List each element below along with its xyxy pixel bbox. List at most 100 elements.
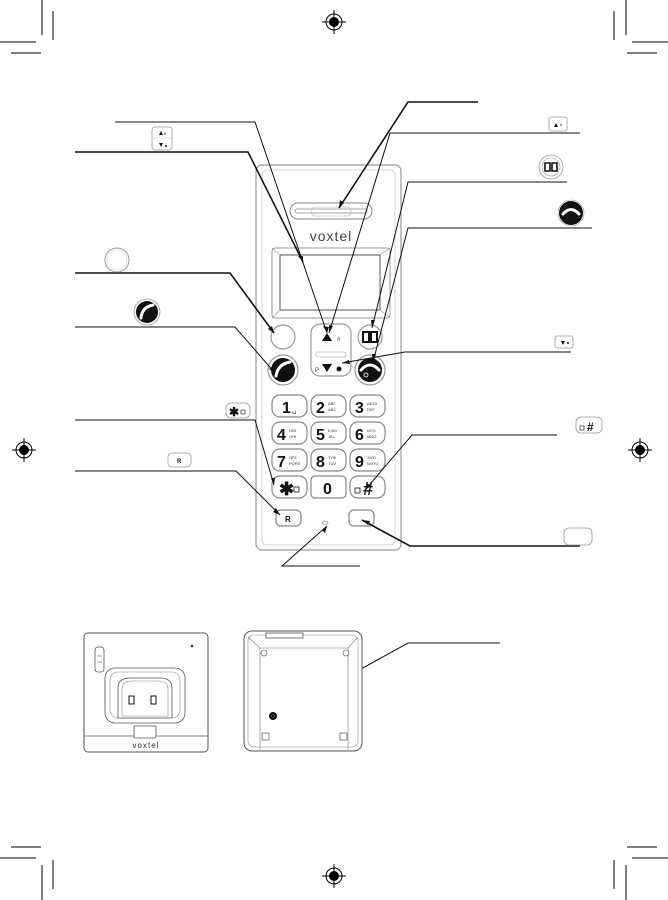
base-paging-key[interactable] bbox=[94, 646, 105, 673]
phonebook-key[interactable] bbox=[357, 324, 383, 350]
key-5[interactable]: 5 ΚΛΜ JKL bbox=[310, 421, 347, 445]
svg-text:7: 7 bbox=[277, 454, 286, 471]
svg-text:6: 6 bbox=[355, 427, 364, 444]
svg-text:ΠΡΣ: ΠΡΣ bbox=[289, 455, 298, 460]
phone-icon bbox=[274, 360, 292, 378]
base-back bbox=[243, 630, 363, 752]
callout-line-end-key bbox=[372, 227, 592, 363]
svg-text:PQRS: PQRS bbox=[289, 461, 301, 466]
base-logo: voxtel bbox=[133, 741, 160, 750]
callout-line-intercom-key bbox=[361, 519, 580, 547]
base-cradle bbox=[104, 667, 186, 724]
key-2[interactable]: 2 ABГ ABC bbox=[310, 394, 347, 418]
charging-contact bbox=[150, 695, 157, 705]
svg-text:1: 1 bbox=[282, 400, 291, 417]
svg-text:8: 8 bbox=[316, 454, 325, 471]
callout-icon-nav-down bbox=[554, 335, 574, 349]
callout-icon-recall-key: R bbox=[167, 452, 192, 468]
svg-text:R: R bbox=[285, 515, 291, 524]
callout-icon-intercom-key bbox=[563, 527, 593, 546]
base-front: voxtel bbox=[83, 632, 209, 753]
key-star[interactable]: ✱ bbox=[271, 475, 308, 499]
svg-text:ΚΛΜ: ΚΛΜ bbox=[328, 428, 337, 433]
svg-text:ABГ: ABГ bbox=[328, 401, 336, 406]
key-1[interactable]: 1 ␣ bbox=[271, 394, 308, 418]
callout-icon-hash-key: # bbox=[575, 416, 603, 434]
callout-line-nav-down bbox=[341, 351, 571, 364]
svg-text:R: R bbox=[177, 459, 182, 465]
callout-icon-nav-up: # bbox=[548, 116, 568, 132]
svg-text:2: 2 bbox=[316, 400, 325, 417]
svg-text:3: 3 bbox=[355, 400, 364, 417]
key-9[interactable]: 9 ΧΨΩ WXYZ bbox=[349, 448, 386, 472]
registration-mark-top bbox=[322, 10, 346, 34]
arrowheads bbox=[268, 200, 376, 533]
svg-text:ABC: ABC bbox=[328, 407, 336, 412]
svg-text:ΗΘΙ: ΗΘΙ bbox=[289, 428, 296, 433]
callout-icon-left-soft-key bbox=[104, 247, 130, 273]
microphone bbox=[321, 521, 329, 525]
lock-icon bbox=[293, 486, 300, 493]
key-0[interactable]: 0 bbox=[310, 475, 347, 499]
svg-text:✱: ✱ bbox=[279, 479, 294, 499]
callout-icon-nav-key: # bbox=[151, 126, 173, 151]
left-soft-key[interactable] bbox=[270, 324, 296, 350]
mute-icon bbox=[354, 487, 361, 494]
callout-icon-end-key bbox=[557, 199, 585, 227]
earpiece bbox=[289, 202, 373, 220]
key-3[interactable]: 3 ΔΕΖ3 DEF bbox=[349, 394, 386, 418]
handset: voxtel # P bbox=[255, 164, 402, 551]
display bbox=[271, 247, 391, 319]
svg-text:ΤΥΦ: ΤΥΦ bbox=[328, 455, 336, 460]
power-socket bbox=[269, 712, 277, 720]
callout-icon-star-key: ✱ bbox=[225, 402, 251, 419]
callout-line-nav-up bbox=[115, 121, 328, 334]
svg-text:4: 4 bbox=[277, 427, 286, 444]
nav-key[interactable]: # P bbox=[310, 323, 352, 377]
end-key[interactable] bbox=[354, 354, 386, 386]
callouts bbox=[75, 101, 592, 717]
callout-line-recall-key bbox=[75, 470, 281, 516]
callout-icon-phonebook bbox=[538, 154, 564, 180]
callout-line-star-key bbox=[75, 419, 275, 486]
rubber-foot bbox=[339, 732, 348, 741]
svg-text:#: # bbox=[363, 479, 373, 499]
callout-line-talk-key bbox=[75, 326, 276, 374]
svg-text:✱: ✱ bbox=[229, 405, 239, 419]
svg-text:␣: ␣ bbox=[292, 407, 296, 414]
key-7[interactable]: 7 ΠΡΣ PQRS bbox=[271, 448, 308, 472]
down-arrow-icon bbox=[322, 364, 332, 372]
hangup-icon bbox=[359, 363, 381, 372]
callout-line-phonebook-key bbox=[371, 181, 567, 329]
callout-line-left-soft-key bbox=[75, 272, 275, 334]
book-icon bbox=[362, 331, 378, 343]
svg-text:ΝΞΟ: ΝΞΟ bbox=[367, 428, 376, 433]
svg-text:DEF: DEF bbox=[367, 407, 376, 412]
callout-line-nav-up-right bbox=[328, 132, 580, 334]
key-6[interactable]: 6 ΝΞΟ MNO bbox=[349, 421, 386, 445]
svg-text:9: 9 bbox=[355, 454, 364, 471]
rubber-foot bbox=[261, 732, 270, 741]
svg-text:ΧΨΩ: ΧΨΩ bbox=[367, 455, 376, 460]
callout-line-microphone bbox=[280, 525, 360, 567]
recall-key[interactable]: R bbox=[275, 509, 302, 527]
screw-hole bbox=[260, 649, 268, 657]
callout-line-display bbox=[75, 151, 304, 263]
svg-text:WXYZ: WXYZ bbox=[367, 461, 379, 466]
p-icon: P bbox=[315, 368, 319, 374]
svg-text:MNO: MNO bbox=[367, 434, 376, 439]
registration-mark-right bbox=[628, 438, 652, 462]
talk-key[interactable] bbox=[267, 354, 299, 386]
svg-text:ΔΕΖ3: ΔΕΖ3 bbox=[367, 401, 378, 406]
up-arrow-icon bbox=[322, 333, 332, 341]
svg-text:#: # bbox=[560, 122, 563, 127]
svg-text:0: 0 bbox=[323, 481, 332, 498]
registration-mark-left bbox=[12, 438, 36, 462]
key-8[interactable]: 8 ΤΥΦ TUV bbox=[310, 448, 347, 472]
base-led bbox=[190, 644, 194, 648]
hash-small-icon: # bbox=[337, 337, 341, 343]
key-4[interactable]: 4 ΗΘΙ GHI bbox=[271, 421, 308, 445]
svg-text:JKL: JKL bbox=[328, 434, 336, 439]
